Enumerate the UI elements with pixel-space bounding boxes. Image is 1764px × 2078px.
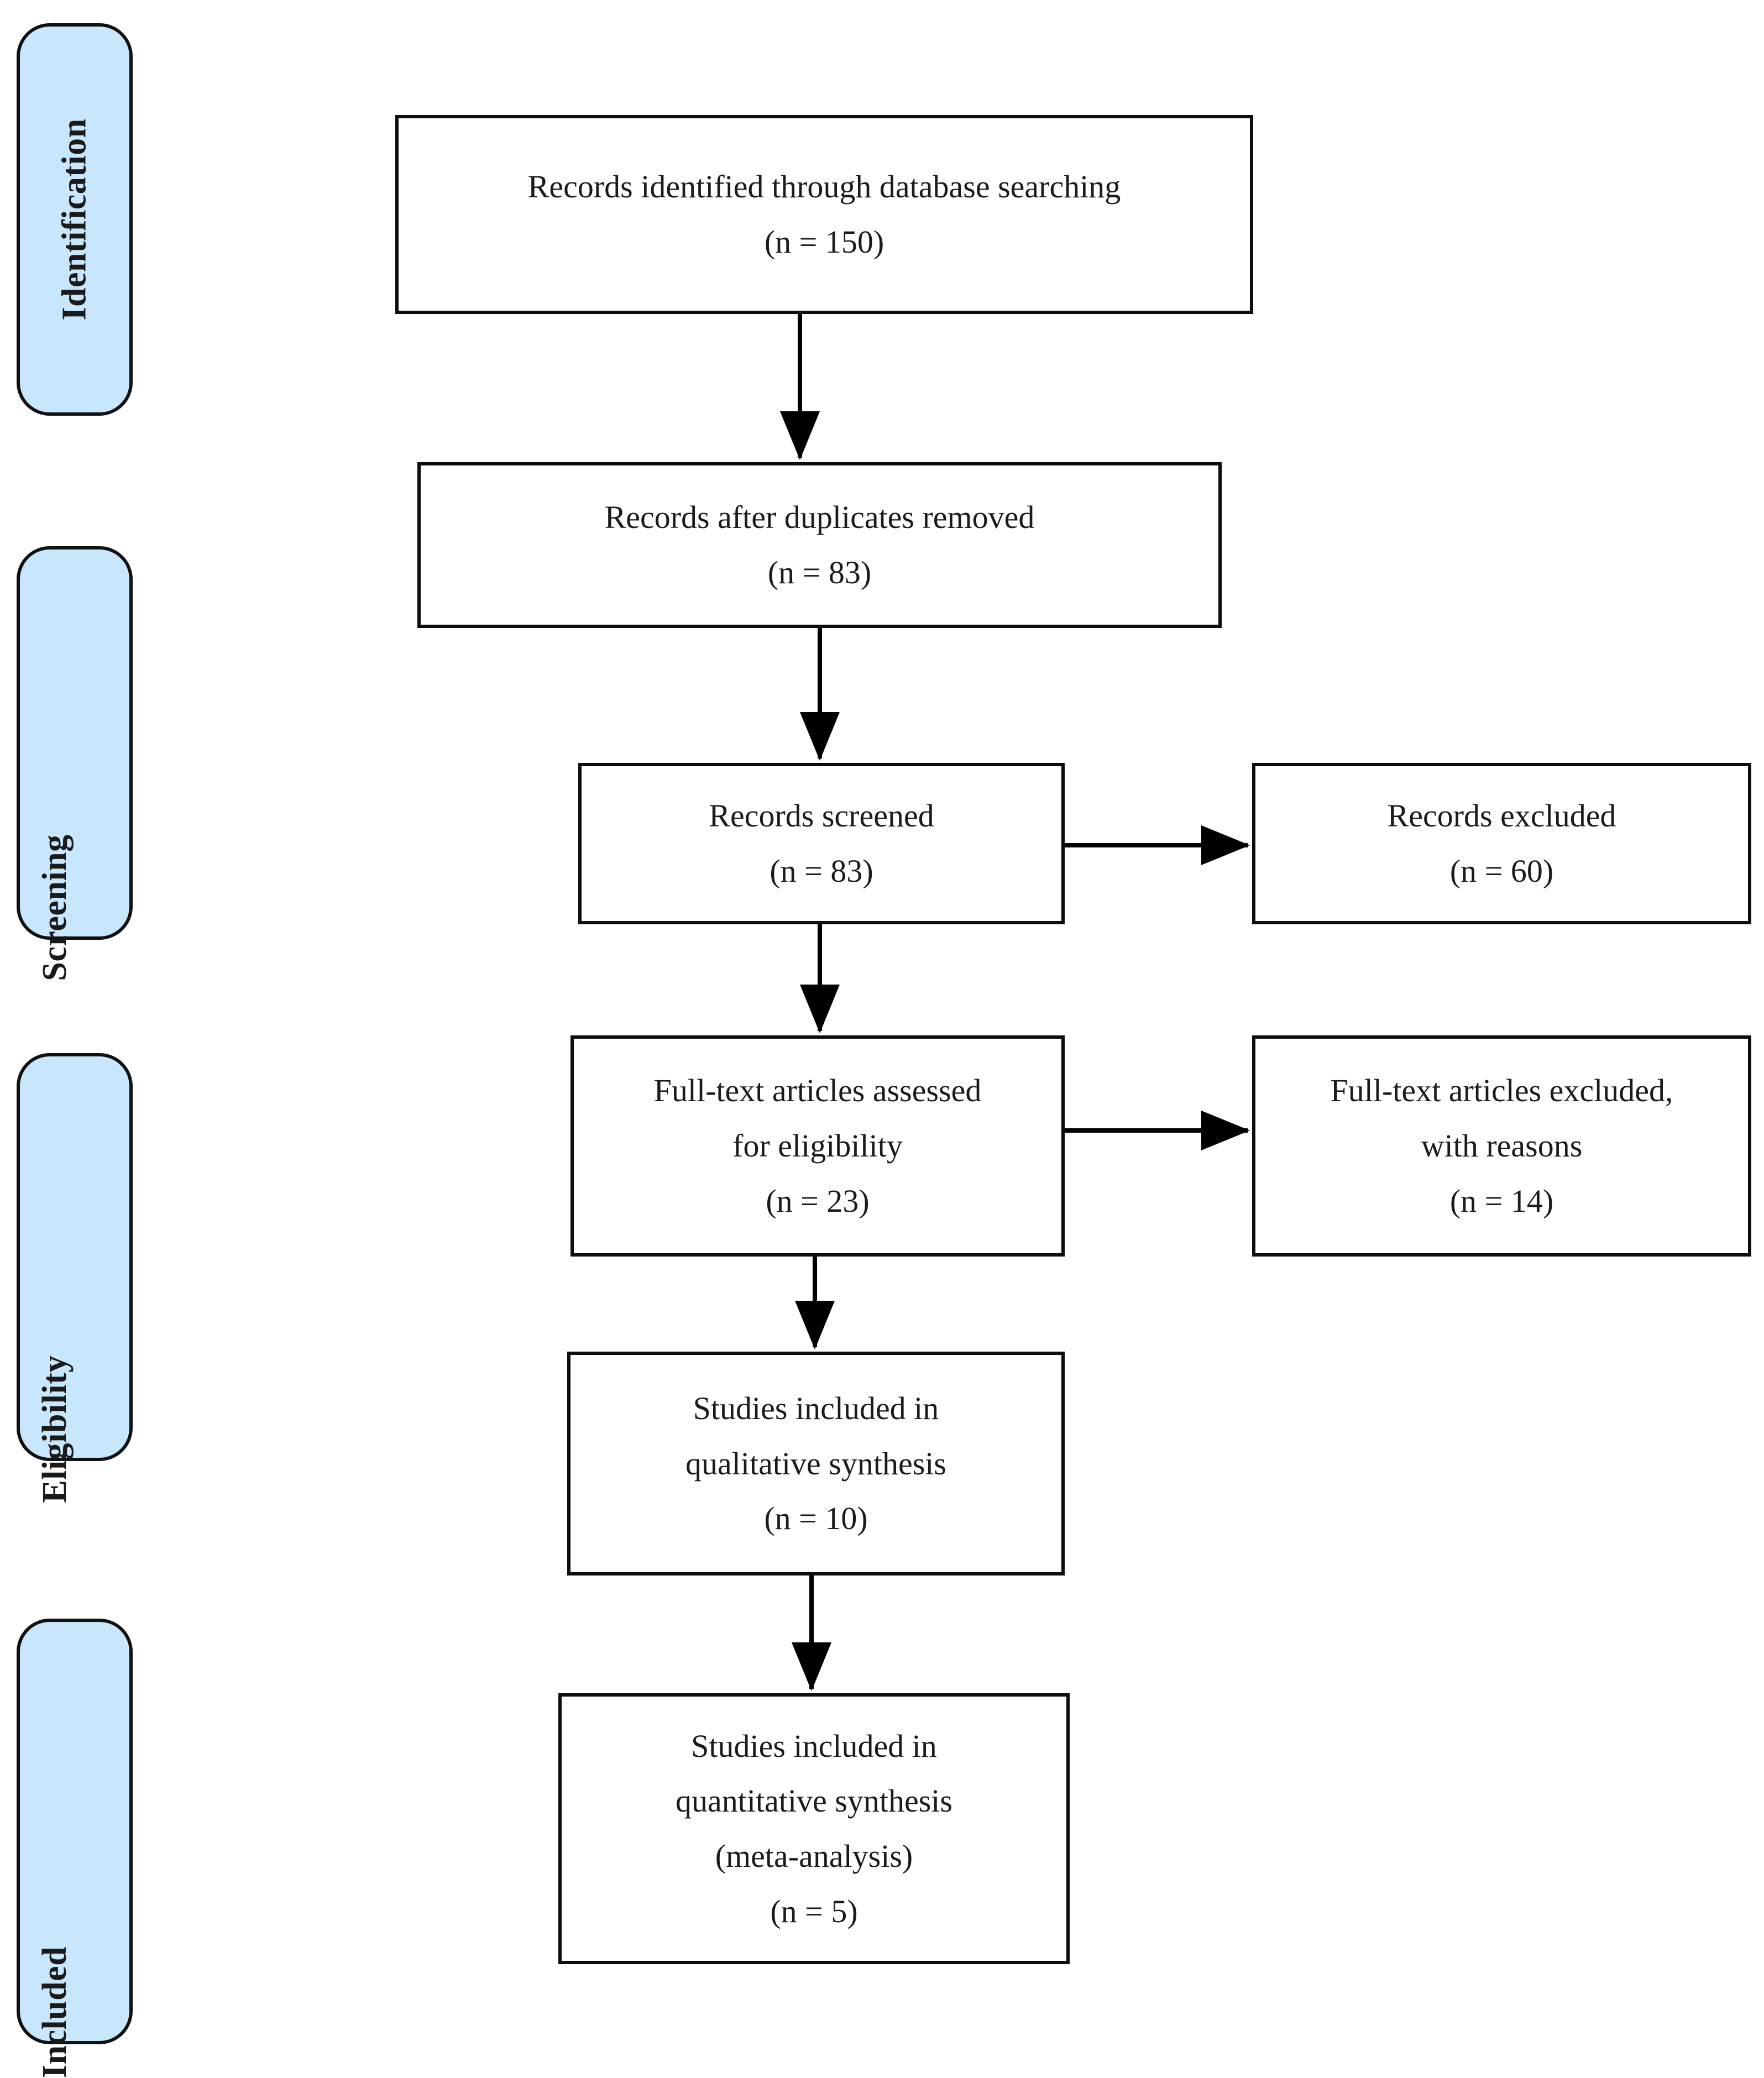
box-line: (n = 83) [767, 554, 872, 590]
box-line: Records excluded [1387, 798, 1616, 834]
box-studies-included-qualitative: Studies included in qualitative synthesi… [567, 1352, 1065, 1575]
box-line: Full-text articles assessed [653, 1072, 982, 1109]
box-line: for eligibility [732, 1128, 903, 1164]
stage-pill-included: Included [17, 1619, 133, 2078]
box-line: (n = 5) [770, 1893, 858, 1929]
stage-label-eligibility: Eligibility [36, 1355, 74, 1503]
box-records-after-duplicates-removed: Records after duplicates removed (n = 83… [417, 462, 1222, 628]
box-line: (n = 14) [1449, 1182, 1554, 1219]
box-records-identified: Records identified through database sear… [395, 115, 1253, 314]
box-line: (n = 150) [764, 224, 884, 260]
stage-label-screening: Screening [36, 834, 74, 981]
box-line: Studies included in [693, 1390, 939, 1426]
box-line: (n = 60) [1449, 853, 1554, 889]
box-line: (n = 10) [764, 1500, 868, 1537]
box-line: Records screened [709, 798, 934, 834]
box-line: (n = 23) [766, 1182, 870, 1219]
stage-pill-identification: Identification [17, 23, 133, 416]
box-records-excluded: Records excluded (n = 60) [1252, 763, 1751, 924]
box-line: Studies included in [691, 1728, 937, 1764]
stage-label-identification: Identification [55, 118, 93, 321]
stage-pill-screening: Screening [17, 546, 133, 981]
box-line: Records identified through database sear… [527, 169, 1121, 205]
box-line: (meta-analysis) [715, 1838, 913, 1874]
box-studies-included-quantitative: Studies included in quantitative synthes… [558, 1693, 1070, 1964]
stage-label-included: Included [36, 1946, 74, 2078]
box-line: Full-text articles excluded, [1330, 1072, 1673, 1109]
box-line: qualitative synthesis [685, 1445, 946, 1482]
box-line: quantitative synthesis [676, 1783, 952, 1819]
box-line: Records after duplicates removed [604, 499, 1035, 536]
box-line: (n = 83) [770, 853, 873, 889]
box-line: with reasons [1421, 1128, 1583, 1164]
stage-pill-eligibility: Eligibility [17, 1053, 133, 1503]
box-full-text-articles-assessed: Full-text articles assessed for eligibil… [570, 1035, 1065, 1257]
box-records-screened: Records screened (n = 83) [578, 763, 1065, 924]
box-full-text-articles-excluded: Full-text articles excluded, with reason… [1252, 1035, 1751, 1257]
